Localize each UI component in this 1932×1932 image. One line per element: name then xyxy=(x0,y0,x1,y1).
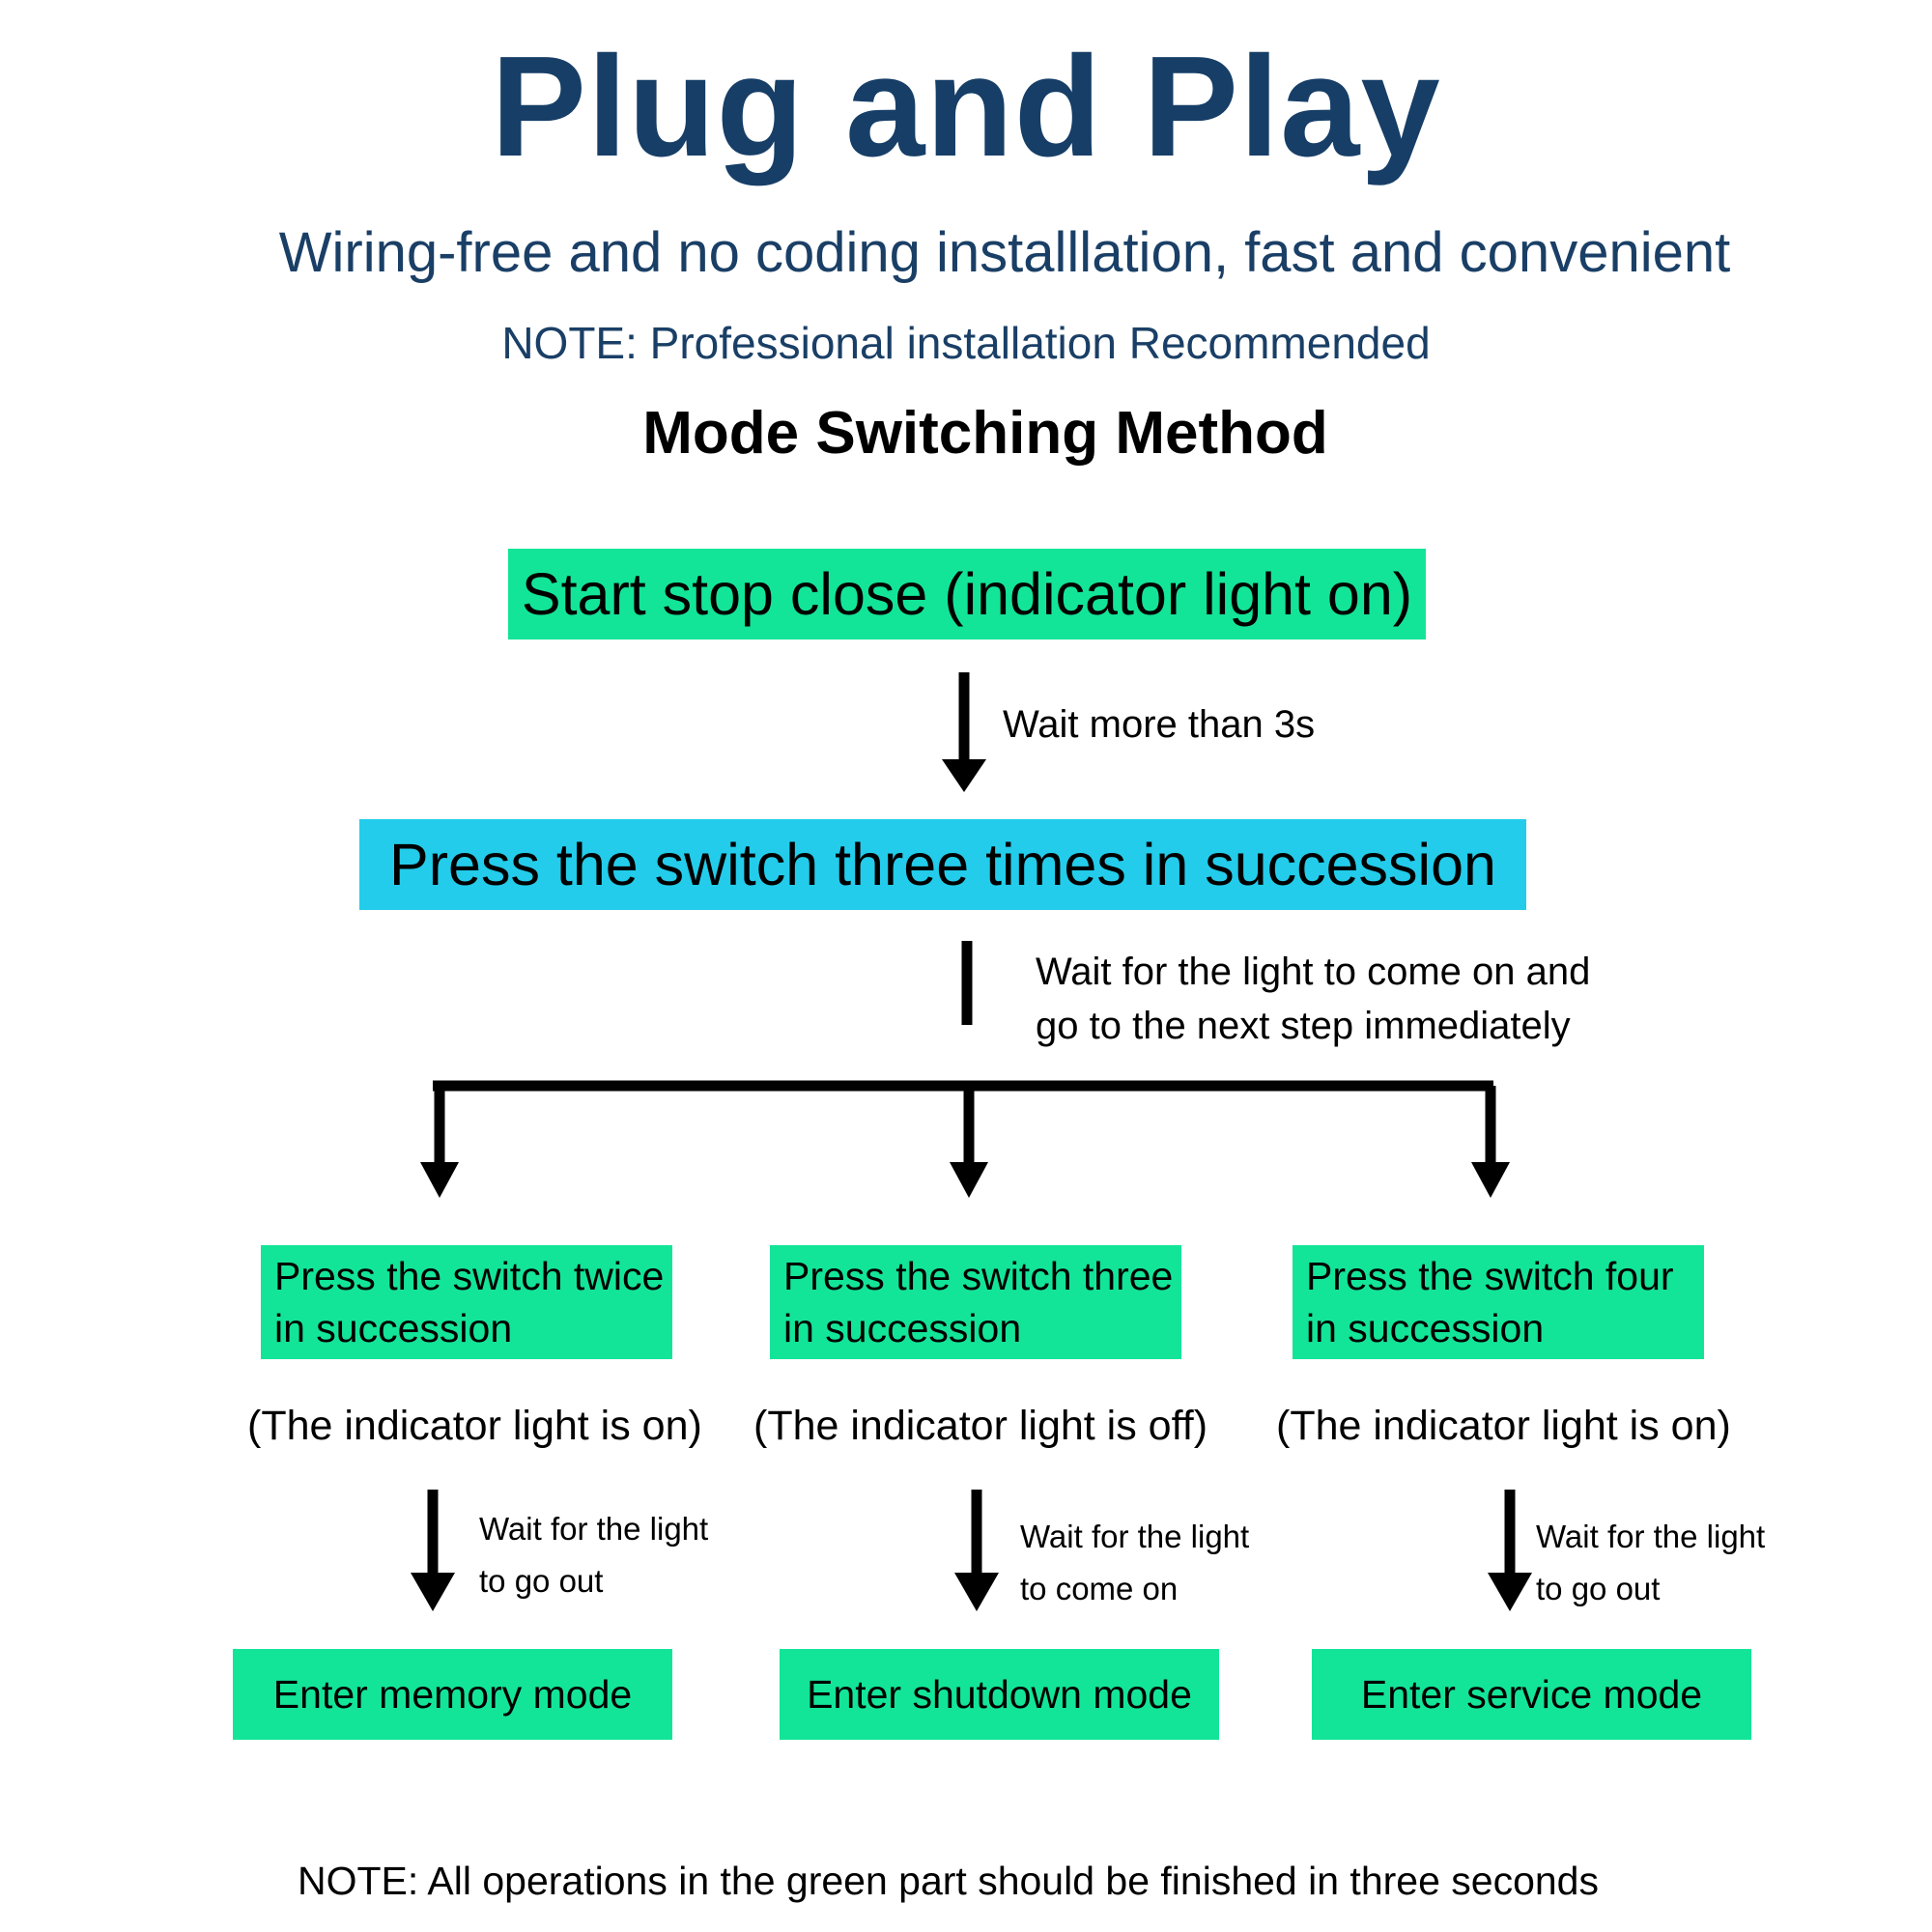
arrow-down-icon xyxy=(420,1162,459,1198)
service-mode-label: Enter service mode xyxy=(1360,1671,1703,1717)
arrow-down-icon xyxy=(1488,1573,1532,1611)
wait-next-step-label: Wait for the light to come on and go to … xyxy=(1036,945,1590,1053)
arrow-down-icon xyxy=(954,1573,999,1611)
arrow-down-icon xyxy=(411,1573,455,1611)
shutdown-mode-label: Enter shutdown mode xyxy=(807,1671,1192,1717)
section-heading: Mode Switching Method xyxy=(642,400,1328,467)
service-mode-box: Enter service mode xyxy=(1312,1649,1751,1740)
branch-wait-line2: to go out xyxy=(479,1563,604,1599)
branch-wait-label: Wait for the light to go out xyxy=(479,1503,708,1607)
start-box: Start stop close (indicator light on) xyxy=(508,549,1426,639)
arrow-down-icon xyxy=(942,759,986,792)
branch-wait-line1: Wait for the light xyxy=(1536,1519,1766,1554)
branch-press-line1: Press the switch twice xyxy=(274,1254,665,1298)
wait-next-line1: Wait for the light to come on and xyxy=(1036,951,1591,993)
branch-wait-line1: Wait for the light xyxy=(479,1511,709,1547)
shutdown-mode-box: Enter shutdown mode xyxy=(780,1649,1219,1740)
branch-press-line1: Press the switch four xyxy=(1306,1254,1674,1298)
installation-note: NOTE: Professional installation Recommen… xyxy=(501,318,1431,368)
press-three-box: Press the switch three times in successi… xyxy=(359,819,1526,910)
branch-wait-label: Wait for the light to come on xyxy=(1020,1511,1249,1615)
start-label: Start stop close (indicator light on) xyxy=(521,561,1413,627)
arrow-down-icon xyxy=(950,1162,988,1198)
wait-3s-label: Wait more than 3s xyxy=(1003,703,1316,746)
branch-press-line2: in succession xyxy=(274,1306,513,1350)
wait-next-line2: go to the next step immediately xyxy=(1036,1005,1571,1047)
footer-note: NOTE: All operations in the green part s… xyxy=(298,1859,1599,1903)
page-title: Plug and Play xyxy=(491,27,1441,186)
subtitle: Wiring-free and no coding installlation,… xyxy=(278,221,1731,284)
indicator-status: (The indicator light is on) xyxy=(247,1403,702,1449)
branch-press-three-box: Press the switch three in succession xyxy=(770,1245,1181,1359)
indicator-status: (The indicator light is off) xyxy=(753,1403,1208,1449)
branch-wait-line1: Wait for the light xyxy=(1020,1519,1250,1554)
indicator-status: (The indicator light is on) xyxy=(1276,1403,1731,1449)
branch-press-line2: in succession xyxy=(783,1306,1022,1350)
arrowheads xyxy=(411,759,1532,1611)
memory-mode-box: Enter memory mode xyxy=(233,1649,672,1740)
press-three-label: Press the switch three times in successi… xyxy=(389,832,1496,897)
arrow-down-icon xyxy=(1471,1162,1510,1198)
branch-press-four-box: Press the switch four in succession xyxy=(1293,1245,1704,1359)
branch-press-twice-box: Press the switch twice in succession xyxy=(261,1245,672,1359)
branch-wait-line2: to come on xyxy=(1020,1571,1179,1606)
memory-mode-label: Enter memory mode xyxy=(272,1671,633,1717)
branch-wait-label: Wait for the light to go out xyxy=(1536,1511,1765,1615)
connector-lines xyxy=(427,672,1516,1577)
branch-wait-line2: to go out xyxy=(1536,1571,1661,1606)
branch-press-line2: in succession xyxy=(1306,1306,1545,1350)
branch-press-line1: Press the switch three xyxy=(783,1254,1174,1298)
